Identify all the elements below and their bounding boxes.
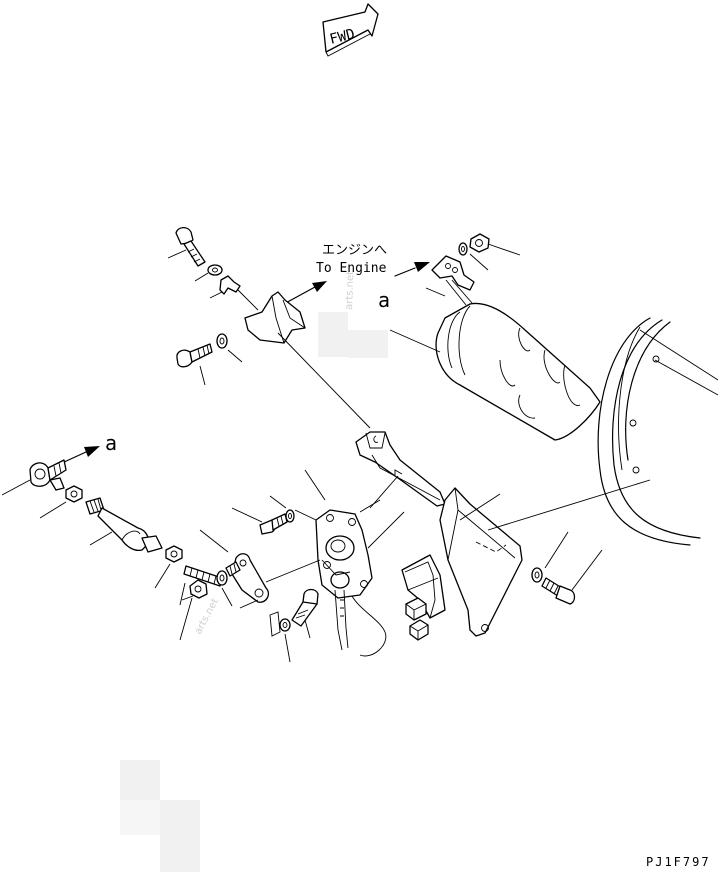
connector-block-a xyxy=(405,597,427,621)
base-washer xyxy=(531,531,569,583)
fwd-arrow-icon: FWD xyxy=(322,3,379,57)
sensor-washer-lower xyxy=(269,611,291,663)
adjusting-rod xyxy=(85,497,163,553)
ref-arrow-left-icon xyxy=(61,446,100,464)
upper-clip xyxy=(209,275,259,311)
engine-label-jp: エンジンへ xyxy=(322,243,387,258)
engine-direction-arrow-icon xyxy=(281,281,327,306)
threaded-stud xyxy=(183,565,223,587)
ref-mark-left: a xyxy=(105,431,117,455)
fwd-label: FWD xyxy=(328,26,356,48)
left-nut-upper xyxy=(39,485,83,519)
upper-right-nut xyxy=(469,233,521,256)
svg-text:arts.net: arts.net xyxy=(344,271,356,310)
upper-bolt-lower xyxy=(176,343,213,386)
sensor-bolt-lower xyxy=(291,588,319,639)
left-leader-lines xyxy=(179,582,193,641)
ball-joint-end xyxy=(1,459,67,496)
base-bolt xyxy=(541,549,603,605)
lever-nut xyxy=(181,579,208,601)
starter-motor xyxy=(389,302,601,441)
linkage-lever xyxy=(231,553,321,609)
connector-block-b xyxy=(409,619,429,641)
throttle-cable xyxy=(277,332,371,429)
ref-arrow-upper-icon xyxy=(394,262,430,277)
left-nut-lower xyxy=(154,545,183,589)
ref-mark-upper: a xyxy=(378,288,390,312)
throttle-sensor xyxy=(315,499,405,657)
engine-housing xyxy=(597,317,719,546)
upper-right-washer xyxy=(458,242,489,271)
drawing-code: PJ1F797 xyxy=(646,855,711,869)
upper-bolt xyxy=(167,226,206,267)
pedal-arm xyxy=(355,431,446,509)
watermark: arts.net arts.net xyxy=(120,271,388,872)
pedal-mount-bracket xyxy=(401,554,446,619)
svg-text:arts.net: arts.net xyxy=(193,597,221,637)
lever-spring-washer xyxy=(216,570,233,607)
upper-cable-bracket xyxy=(244,291,306,344)
sensor-bolt-upper xyxy=(231,507,288,535)
upper-washer-lower xyxy=(216,333,243,363)
pedal-base-plate xyxy=(439,479,651,637)
lever-small-bolt xyxy=(199,529,241,577)
engine-label-en: To Engine xyxy=(316,261,387,276)
upper-right-bracket xyxy=(425,255,475,306)
sensor-washer-upper xyxy=(269,495,295,523)
upper-washer xyxy=(194,264,223,282)
